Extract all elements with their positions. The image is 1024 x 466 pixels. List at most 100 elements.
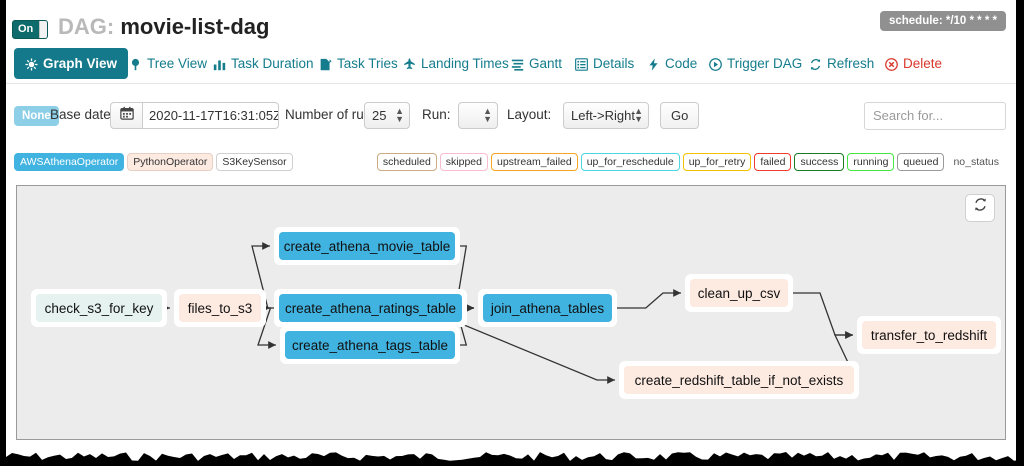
dag-node-label: join_athena_tables — [483, 294, 612, 322]
dag-node-files_to_s3[interactable]: files_to_s3 — [174, 289, 266, 327]
tab-delete[interactable]: Delete — [874, 48, 953, 79]
number-of-runs-label: Number of runs: — [285, 107, 382, 122]
dag-edge-clean_up_csv-to-transfer_to_redshift — [793, 292, 853, 339]
layout-value: Left->Right — [571, 108, 635, 123]
dag-node-check_s3_for_key[interactable]: check_s3_for_key — [31, 289, 167, 327]
stepper-arrows-icon: ▲▼ — [634, 106, 643, 124]
tab-label: Graph View — [43, 56, 118, 71]
list-icon — [575, 49, 588, 80]
dag-node-label: check_s3_for_key — [36, 294, 162, 322]
layout-select[interactable]: Left->Right ▲▼ — [563, 102, 649, 129]
airflow-dag-page: On DAG: movie-list-dag schedule: */10 * … — [6, 0, 1016, 466]
run-select[interactable]: ▲▼ — [458, 102, 498, 129]
status-chip-no_status: no_status — [953, 156, 999, 168]
tab-label: Task Duration — [231, 56, 314, 71]
status-chip-failed: failed — [754, 153, 792, 171]
tab-gantt[interactable]: Gantt — [500, 48, 573, 79]
status-chip-upstream_failed: upstream_failed — [491, 153, 578, 171]
page-title: DAG: movie-list-dag — [58, 14, 269, 40]
status-chip-success: success — [794, 153, 845, 171]
bolt-icon — [647, 49, 660, 80]
base-date-input[interactable]: 2020-11-17T16:31:05Z — [142, 102, 279, 129]
dag-node-create_athena_tags_table[interactable]: create_athena_tags_table — [280, 326, 460, 364]
dag-node-label: create_athena_ratings_table — [279, 294, 462, 322]
play-circle-icon — [709, 49, 722, 80]
file-icon — [319, 49, 332, 80]
plane-icon — [403, 49, 416, 80]
page-header: On DAG: movie-list-dag schedule: */10 * … — [6, 0, 1016, 44]
tab-details[interactable]: Details — [564, 48, 645, 79]
tab-label: Gantt — [529, 56, 563, 71]
dag-on-off-toggle[interactable]: On — [12, 20, 48, 39]
graph-refresh-button[interactable] — [965, 194, 995, 222]
base-date-label: Base date: — [50, 107, 115, 122]
tab-label: Code — [665, 56, 698, 71]
schedule-badge: schedule: */10 * * * * — [879, 11, 1006, 31]
tab-graph-view[interactable]: Graph View — [14, 48, 129, 80]
tab-task-tries[interactable]: Task Tries — [308, 48, 409, 79]
tab-tree-view[interactable]: Tree View — [118, 48, 218, 79]
status-chip-up_for_retry: up_for_retry — [682, 153, 752, 171]
dag-nav-tabs: Graph View Tree View Task Duration Task Tri… — [6, 48, 1016, 84]
run-label: Run: — [422, 107, 451, 122]
torn-edge-shape — [0, 452, 1024, 466]
dag-node-label: create_athena_movie_table — [279, 232, 455, 260]
dag-node-create_athena_ratings_table[interactable]: create_athena_ratings_table — [274, 289, 467, 327]
operator-chip-awsathenaoperator[interactable]: AWSAthenaOperator — [14, 153, 125, 171]
dag-name: movie-list-dag — [120, 14, 270, 39]
tab-label: Details — [593, 56, 635, 71]
operator-chip-pythonoperator[interactable]: PythonOperator — [127, 153, 214, 171]
dag-node-label: files_to_s3 — [179, 294, 261, 322]
tab-code[interactable]: Code — [636, 48, 708, 79]
controls-bar: None Base date: 2020-11-17T16:31:05Z Num… — [6, 96, 1016, 142]
tree-icon — [129, 49, 142, 80]
status-chip-scheduled: scheduled — [376, 153, 437, 171]
layout-label: Layout: — [507, 107, 552, 122]
dag-node-clean_up_csv[interactable]: clean_up_csv — [685, 274, 793, 312]
dag-node-join_athena_tables[interactable]: join_athena_tables — [478, 289, 617, 327]
tab-landing-times[interactable]: Landing Times — [392, 48, 520, 79]
dag-edge-join_athena_tables-to-clean_up_csv — [617, 289, 681, 309]
refresh-icon — [809, 49, 822, 80]
dag-node-label: create_redshift_table_if_not_exists — [624, 366, 854, 394]
status-chip-up_for_reschedule: up_for_reschedule — [580, 153, 680, 171]
number-of-runs-select[interactable]: 25 ▲▼ — [364, 102, 410, 129]
dag-node-label: transfer_to_redshift — [862, 321, 996, 349]
go-button[interactable]: Go — [660, 102, 700, 129]
dag-graph-canvas[interactable]: check_s3_for_key files_to_s3 create_athena… — [16, 185, 1006, 440]
dag-node-create_redshift_table_if_not_exists[interactable]: create_redshift_table_if_not_exists — [619, 361, 859, 399]
dag-node-transfer_to_redshift[interactable]: transfer_to_redshift — [857, 316, 1001, 354]
tab-trigger-dag[interactable]: Trigger DAG — [698, 48, 813, 79]
dag-node-label: clean_up_csv — [690, 279, 788, 307]
search-input[interactable]: Search for... — [864, 102, 1006, 130]
number-of-runs-value: 25 — [372, 108, 387, 123]
dag-node-label: create_athena_tags_table — [285, 331, 455, 359]
tab-label: Trigger DAG — [727, 56, 803, 71]
dag-prefix-label: DAG: — [58, 14, 115, 39]
status-chip-running: running — [847, 153, 895, 171]
status-chip-skipped: skipped — [439, 153, 488, 171]
graph-icon — [25, 49, 38, 80]
calendar-icon[interactable] — [110, 102, 143, 129]
tab-label: Tree View — [147, 56, 208, 71]
tab-label: Refresh — [827, 56, 875, 71]
dag-node-create_athena_movie_table[interactable]: create_athena_movie_table — [274, 227, 460, 265]
torn-bottom-edge — [0, 452, 1024, 466]
tab-task-duration[interactable]: Task Duration — [202, 48, 325, 79]
bar-chart-icon — [213, 49, 226, 80]
gantt-icon — [511, 49, 524, 80]
dag-toggle-label: On — [18, 23, 34, 35]
tab-label: Task Tries — [337, 56, 398, 71]
delete-icon — [885, 49, 898, 80]
stepper-arrows-icon: ▲▼ — [483, 106, 492, 124]
status-chip-queued: queued — [897, 153, 945, 171]
tab-refresh[interactable]: Refresh — [798, 48, 885, 79]
operator-chip-s3keysensor[interactable]: S3KeySensor — [216, 153, 293, 171]
stepper-arrows-icon: ▲▼ — [395, 106, 404, 124]
status-badge-none: None — [14, 106, 59, 126]
tab-label: Landing Times — [421, 56, 509, 71]
tab-label: Delete — [903, 56, 943, 71]
